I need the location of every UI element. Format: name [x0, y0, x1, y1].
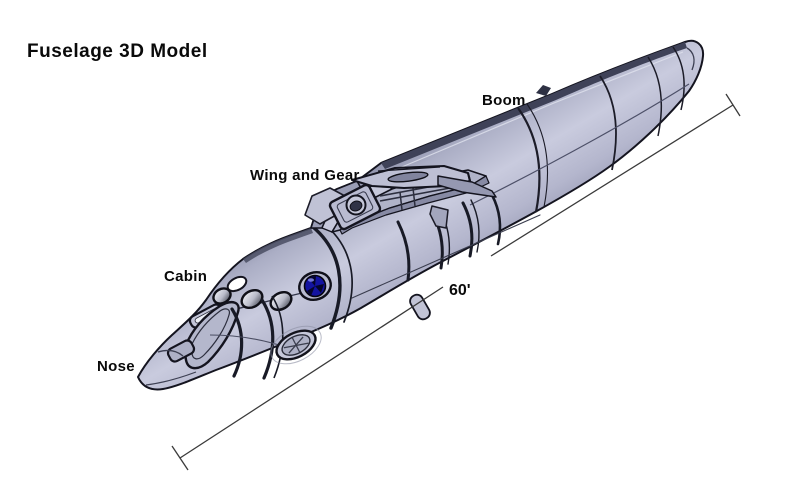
belly-hatch-frame — [409, 293, 431, 321]
dimension-line — [171, 93, 741, 471]
page-title: Fuselage 3D Model — [27, 41, 208, 62]
dimension-tick-lower — [171, 445, 189, 471]
rib-1 — [396, 220, 411, 282]
label-cabin: Cabin — [164, 268, 207, 285]
tip-cap-seam — [157, 349, 184, 357]
ring-2 — [517, 107, 541, 213]
post-2 — [412, 187, 416, 207]
boom-panel-rings — [469, 75, 690, 213]
dimension-segment-lower — [179, 286, 444, 459]
ring-2b — [526, 103, 549, 208]
nose-cone — [145, 295, 289, 386]
top-fairing-bump — [536, 85, 551, 96]
ring-1 — [599, 75, 617, 171]
dimension-segment-upper — [490, 104, 734, 257]
tail-cap-line — [686, 47, 695, 71]
gear-bay-outer-seam — [270, 325, 322, 365]
boom-side-seam — [469, 83, 690, 206]
chin-seam — [145, 371, 197, 386]
rail-2 — [379, 187, 451, 202]
window-teardrop-3 — [269, 290, 293, 312]
boom-tail-cap — [647, 46, 695, 137]
cabin-rear-ring — [311, 225, 342, 330]
belly-hatch — [409, 293, 431, 321]
dimension-label: 60' — [449, 282, 471, 299]
dimension-tick-upper — [725, 93, 741, 117]
wing-trailing-fairing — [437, 175, 497, 198]
porthole-glint — [308, 278, 314, 282]
wing-plate-end-face — [467, 172, 471, 182]
porthole-window-blue — [298, 270, 332, 302]
stripe-highlight — [389, 51, 684, 173]
wing-plate-edge-line — [377, 166, 441, 172]
window-teardrop-2 — [240, 288, 264, 310]
nose-band-1 — [230, 307, 244, 378]
gear-bracket — [429, 205, 449, 229]
rib-3 — [461, 201, 474, 258]
wing-plate-hole — [387, 171, 429, 183]
stripe-band — [381, 42, 687, 169]
rib-3b — [470, 199, 480, 253]
wing-gear-deck — [304, 165, 497, 235]
tip-window-frame — [166, 339, 196, 363]
nose-band-2 — [260, 298, 275, 380]
roof-stripe — [243, 228, 313, 263]
belly-seam — [351, 214, 541, 299]
fuselage-model — [137, 39, 705, 391]
gear-wheel-spokes — [283, 336, 309, 354]
cabin-windows — [199, 270, 332, 319]
label-wing-and-gear: Wing and Gear — [250, 167, 360, 184]
label-boom: Boom — [482, 92, 526, 109]
rib-4 — [490, 193, 502, 246]
windshield-inner-line — [191, 308, 231, 360]
boom-top-stripe — [243, 42, 687, 263]
ring-aft — [647, 56, 663, 137]
label-nose: Nose — [97, 358, 135, 375]
hatch-port-hole — [349, 200, 363, 212]
tail-ring — [672, 46, 685, 111]
tip-window — [166, 339, 196, 363]
gear-bay — [270, 325, 322, 365]
post-1 — [399, 191, 403, 211]
spoke-3 — [291, 337, 301, 353]
window-teardrop-1 — [212, 287, 232, 305]
